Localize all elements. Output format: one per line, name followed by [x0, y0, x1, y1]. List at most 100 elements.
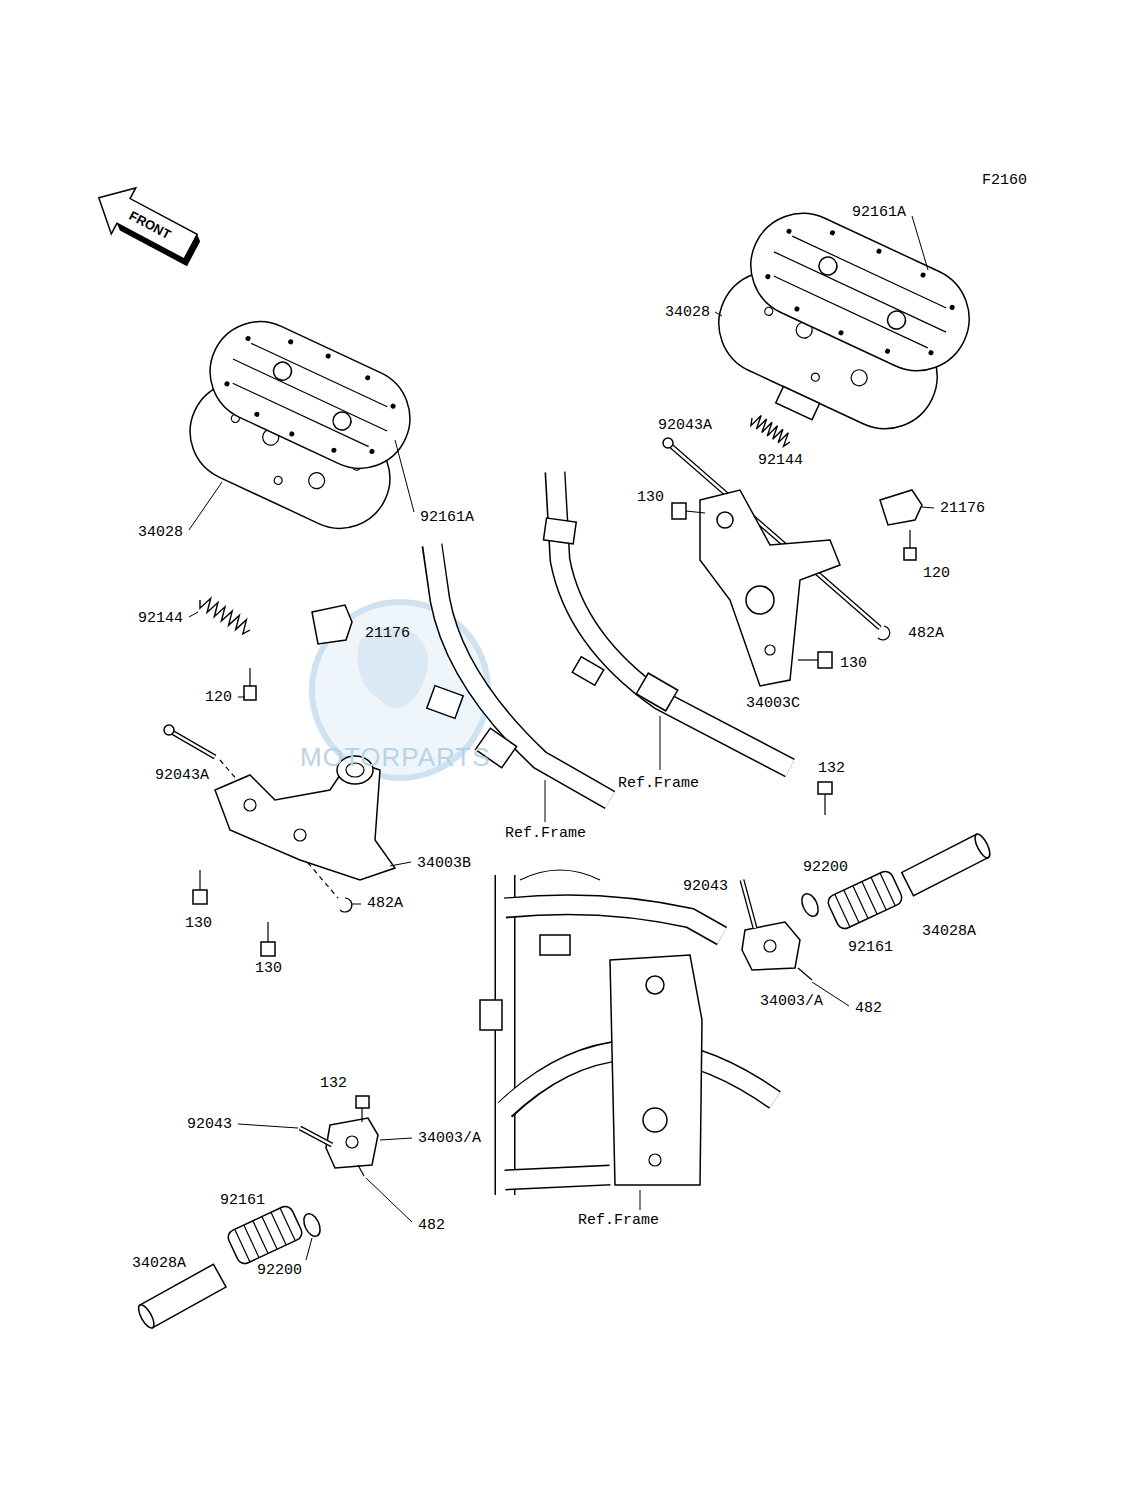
main-frame: [643, 1108, 667, 1132]
main-frame: [480, 870, 775, 1197]
footboard-bracket: [700, 490, 840, 686]
footboard-base: [306, 470, 327, 491]
callout-number: 92043: [683, 879, 728, 894]
footboard-rubber: [369, 448, 376, 455]
callout-number: 92161A: [852, 205, 906, 220]
leader-line: [922, 507, 934, 508]
front-arrow: [87, 175, 203, 270]
callout-number: 92200: [257, 1263, 302, 1278]
frame-tube: [427, 686, 463, 719]
figure-code: F2160: [982, 173, 1027, 188]
footboard-rubber: [838, 329, 845, 336]
pivot-pin: [663, 438, 673, 448]
leader-line: [366, 1178, 412, 1222]
peg-bracket: [356, 1096, 369, 1108]
footboard-rubber: [271, 359, 295, 383]
footboard-rubber: [884, 348, 891, 355]
peg-bracket: [799, 891, 822, 919]
footboard-rubber: [287, 339, 294, 346]
footboard-base: [810, 372, 821, 383]
callout-number: 92161: [848, 940, 893, 955]
callout-number: 92144: [758, 453, 803, 468]
footboard-rubber: [251, 343, 387, 406]
pivot-pin: [663, 438, 880, 628]
bolt: [193, 870, 275, 956]
callout-number: 120: [205, 690, 232, 705]
main-frame: [649, 1154, 661, 1166]
leader-line: [306, 1238, 312, 1260]
peg-bracket: [818, 782, 832, 794]
main-frame: [646, 976, 664, 994]
frame-tube: [572, 657, 604, 686]
callout-number: 92043A: [658, 418, 712, 433]
callout-number: 34028A: [922, 924, 976, 939]
clip: [878, 490, 922, 640]
footboard-rubber: [390, 403, 397, 410]
clip: [880, 490, 922, 525]
peg-bracket: [300, 1128, 332, 1145]
footboard-rubber: [245, 335, 252, 342]
peg-bracket: [358, 1165, 364, 1176]
callout-number: 92161A: [420, 510, 474, 525]
frame-tube: [636, 673, 677, 711]
main-frame: [480, 1000, 502, 1030]
leader-line: [189, 612, 198, 617]
callout-number: 21176: [365, 626, 410, 641]
peg-bracket: [346, 1136, 358, 1148]
pivot-pin: [164, 725, 174, 735]
footboard-rubber: [816, 254, 840, 278]
peg-cover: [902, 832, 993, 896]
clip: [244, 605, 352, 700]
leader-line: [545, 780, 546, 822]
callout-number: 482: [855, 1001, 882, 1016]
clip: [312, 605, 352, 644]
callout-number: 132: [818, 761, 845, 776]
callout-number: 482: [418, 1218, 445, 1233]
peg-bracket: [300, 1128, 332, 1145]
watermark: MOTORPARTS: [300, 744, 491, 770]
footboard-rubber: [331, 447, 338, 454]
bolt: [904, 548, 916, 560]
leader-line: [390, 862, 411, 866]
leader-line: [352, 904, 361, 905]
peg-bracket: [824, 794, 825, 815]
footboard-rubber: [794, 306, 801, 313]
footboard-rubber: [233, 383, 369, 446]
footboard-rubber: [734, 196, 986, 387]
callout-number: 21176: [940, 501, 985, 516]
footboard-rubber: [949, 304, 956, 311]
callout-number: 92161: [220, 1193, 265, 1208]
bolt: [672, 503, 916, 668]
footboard-rubber: [792, 236, 946, 308]
footboard-rubber: [233, 359, 387, 431]
peg-rubber: [226, 1204, 305, 1266]
callout-number: 34003/A: [760, 994, 823, 1009]
main-frame: [520, 870, 600, 880]
bolt: [193, 890, 207, 904]
footboard-rubber: [194, 305, 427, 484]
callout-number: 130: [255, 961, 282, 976]
footboard-rubber: [325, 353, 332, 360]
callout-number: 34028: [138, 525, 183, 540]
spring-coil: [200, 598, 250, 634]
footboard-rubber: [829, 229, 836, 236]
peg-rubber: [280, 1208, 295, 1241]
footboard-rubber: [920, 272, 927, 279]
callout-number: 130: [840, 656, 867, 671]
footboard-rubber: [774, 276, 928, 348]
callout-number: 482A: [367, 896, 403, 911]
peg-bracket: [326, 1118, 378, 1168]
callout-number: 92144: [138, 611, 183, 626]
leader-line: [640, 1190, 641, 1210]
peg-bracket: [742, 880, 755, 928]
callout-number: 34003C: [746, 696, 800, 711]
peg-bracket: [798, 968, 812, 980]
callout-number: 132: [320, 1076, 347, 1091]
callout-number: 92043A: [155, 768, 209, 783]
bolt: [199, 870, 200, 890]
peg-bracket: [361, 1108, 362, 1122]
peg-rubber: [226, 1204, 305, 1266]
leader-line: [238, 1124, 298, 1128]
leader-line: [912, 216, 928, 270]
peg-bracket: [742, 782, 832, 980]
